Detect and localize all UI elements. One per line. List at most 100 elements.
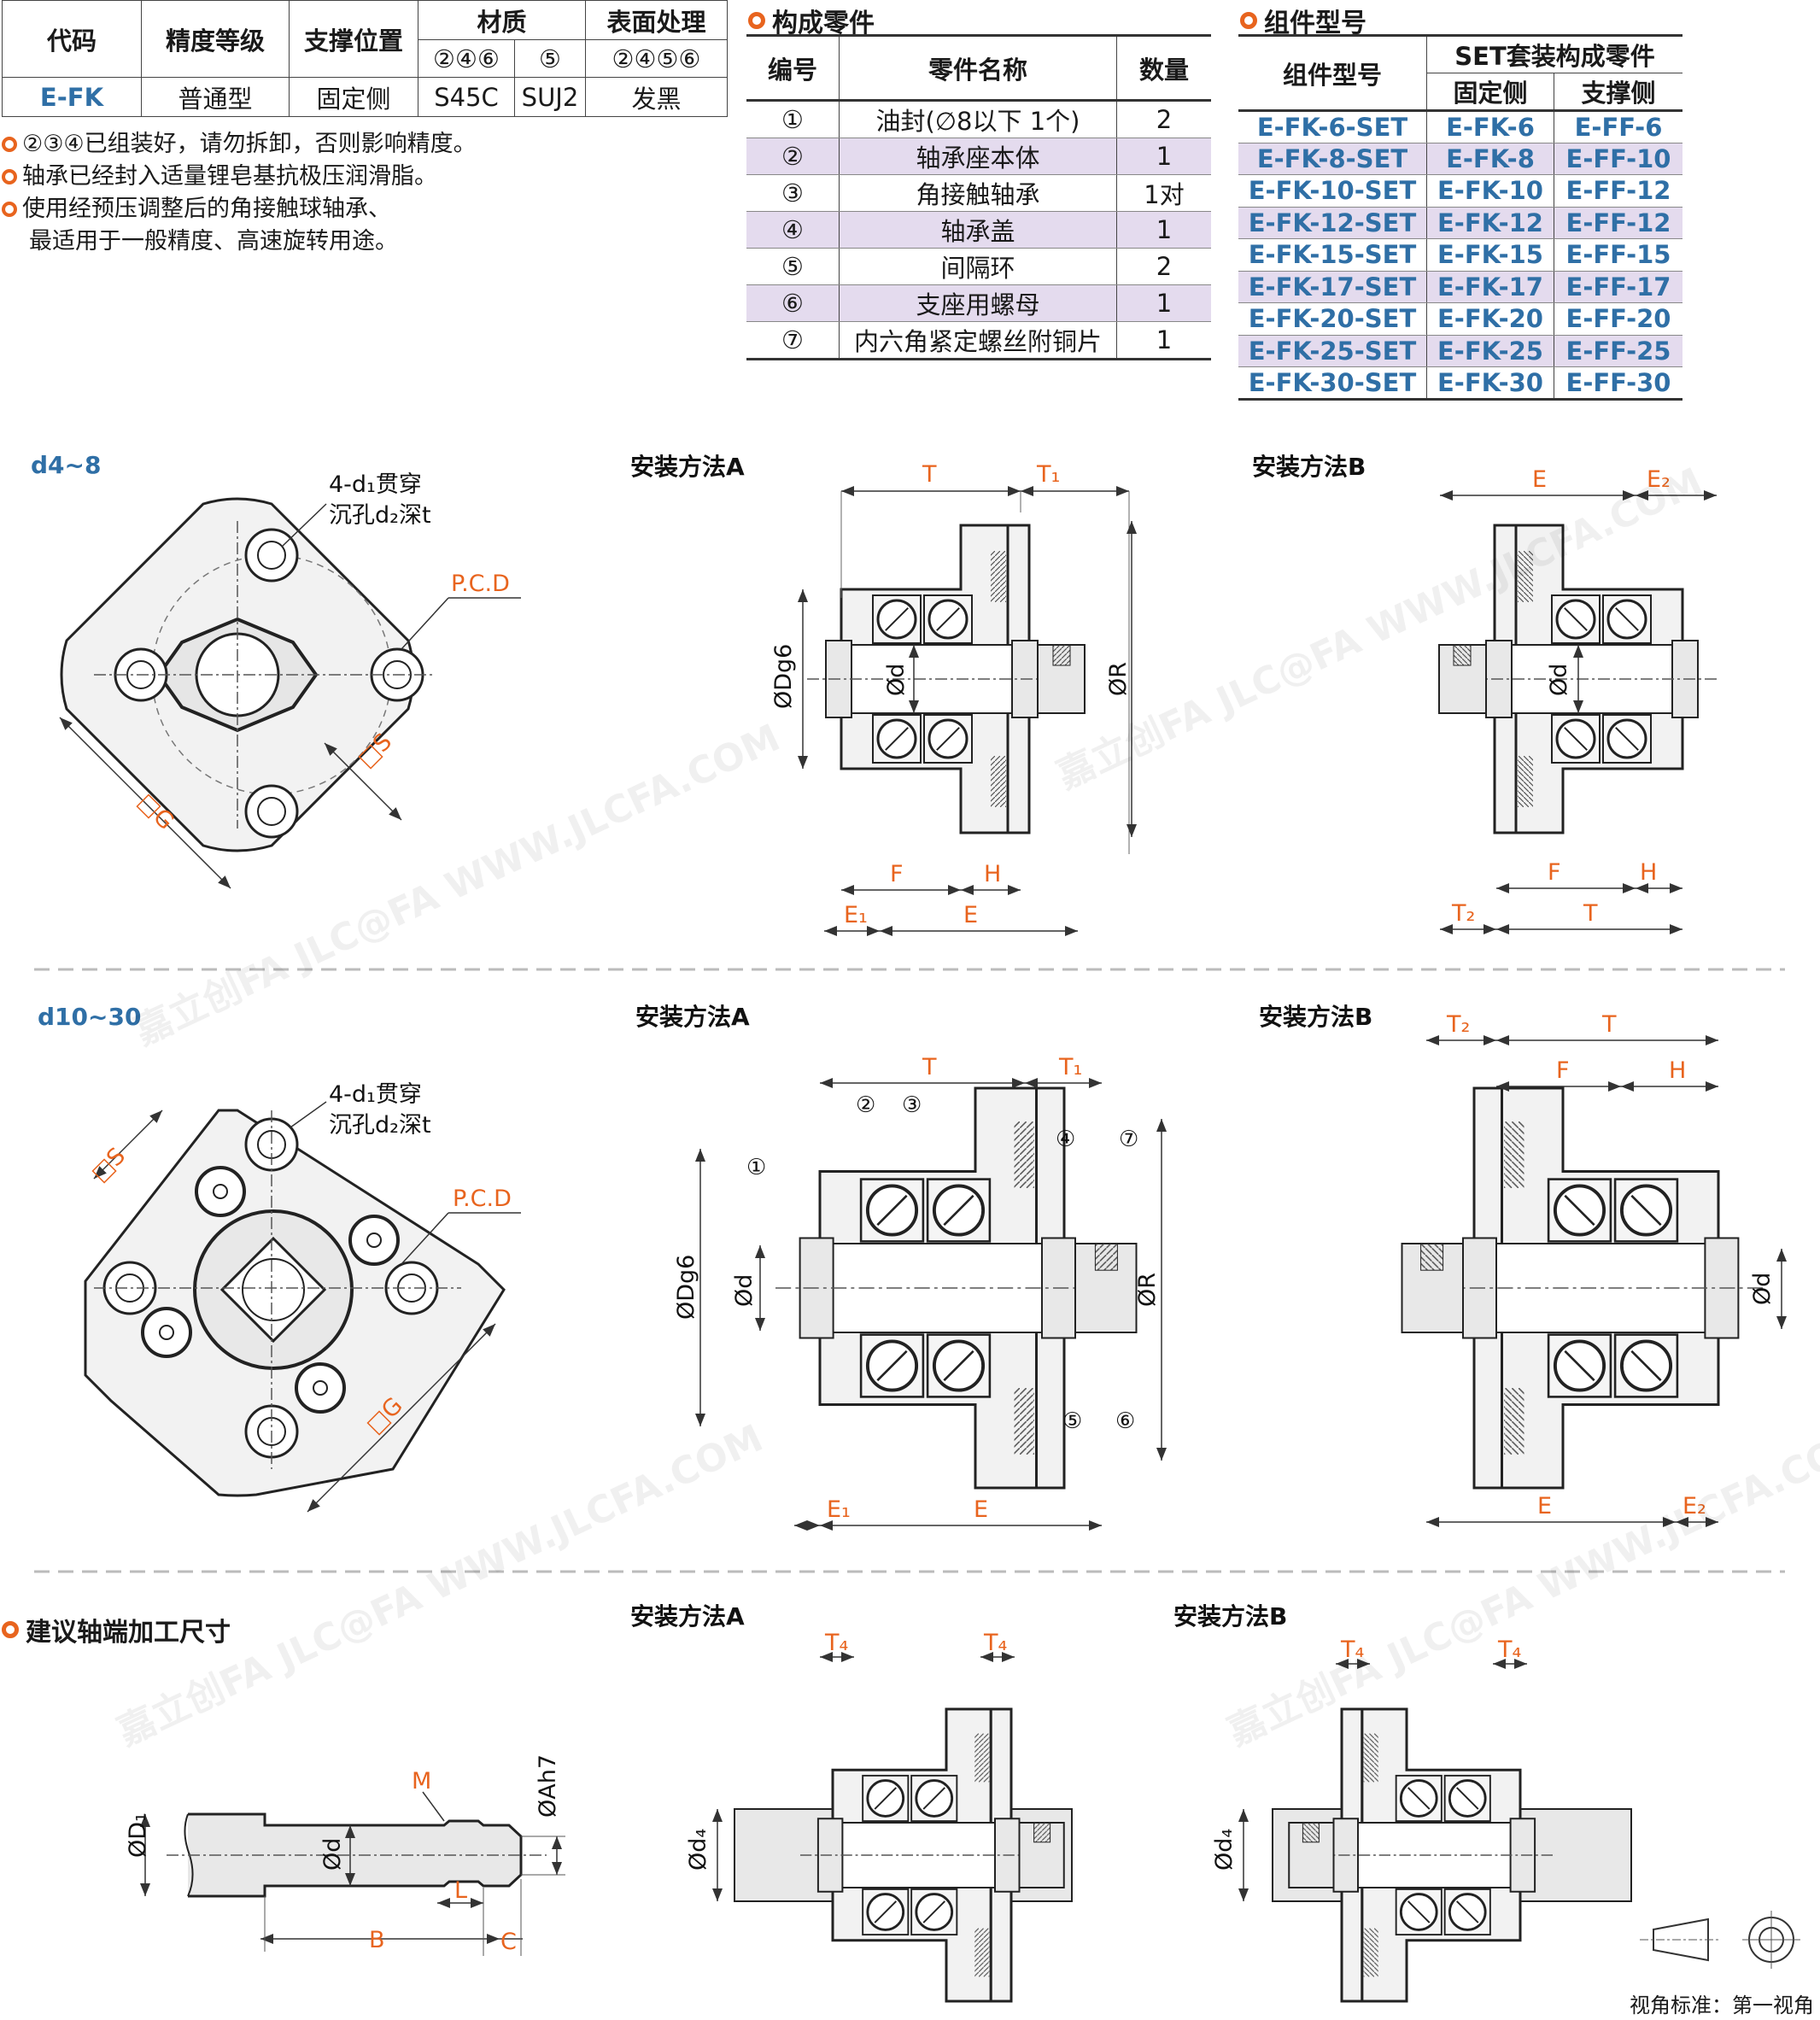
dim-label: E₂ [1682,1493,1706,1519]
parts-title: 构成零件 [748,2,875,39]
sets-header: 组件型号 [1238,35,1427,112]
sets-header: 支撑侧 [1554,73,1682,112]
section-views [695,486,1787,2003]
dim-label: E [1532,466,1547,493]
hole-note: 沉孔d₂深t [329,1112,431,1139]
dim-label: Ød [731,1274,758,1307]
hole-note: 4-d₁贯穿 [329,471,422,498]
bullet-icon [2,137,17,152]
method-label: 安装方法B [1173,1602,1287,1631]
callout: ⑤ [1062,1408,1082,1434]
method-label: 安装方法A [635,1003,750,1031]
dim-label: Ød₄ [685,1829,711,1871]
callout: ⑥ [1115,1408,1135,1434]
spec-sub: ⑤ [514,39,586,78]
dim-label: T [922,1054,937,1080]
shaft-dim: ØAh7 [535,1754,561,1818]
note-item: 轴承已经封入适量锂皂基抗极压润滑脂。 [2,161,477,193]
spec-cell: 固定侧 [289,77,418,117]
notes: ②③④已组装好，请勿拆卸，否则影响精度。 轴承已经封入适量锂皂基抗极压润滑脂。 … [2,128,477,258]
dim-label: Ød [1749,1273,1776,1305]
dim-label: ØR [1134,1273,1161,1307]
dim-label: T₂ [1446,1011,1470,1038]
method-label: 安装方法A [630,453,745,481]
spec-cell: E-FK [2,77,142,117]
sets-header: SET套装构成零件 [1426,35,1682,73]
section-dim-labels-vertical: ØDg6 Ød ØR Ød ØDg6 Ød ØR Ød Ød₄ Ød₄ [673,644,1776,1871]
dim-label: T [922,461,937,488]
part-callouts: ① ② ③ ④ ⑤ ⑥ ⑦ [746,1092,1138,1434]
section-icon [2,1621,19,1638]
callout: ③ [902,1092,922,1118]
dim-label: E₂ [1647,466,1671,493]
hole-note: 沉孔d₂深t [329,502,431,529]
shaft-title: 建议轴端加工尺寸 [2,1611,231,1648]
dim-label: E₁ [844,902,868,928]
note-item: 使用经预压调整后的角接触球轴承、 [2,193,477,225]
spec-header: 代码 [2,0,142,78]
callout: ④ [1056,1127,1075,1152]
dim-label: F [1548,859,1561,886]
spec-cell: 发黑 [585,77,728,117]
method-label: 安装方法A [630,1602,745,1631]
callout: ① [746,1155,766,1180]
spec-header: 材质 [418,0,586,40]
bullet-icon [2,169,17,184]
dim-label: E₁ [827,1496,851,1523]
shaft-dim: L [454,1877,467,1904]
spec-table: 代码 精度等级 支撑位置 材质 表面处理 ②④⑥ ⑤ ②④⑤⑥ E-FK 普通型… [2,0,728,117]
section-icon [1240,12,1257,29]
dim-label: ØDg6 [673,1255,699,1320]
shaft-dim: B [369,1927,385,1953]
spec-header: 支撑位置 [289,0,418,78]
sets-header: 固定侧 [1426,73,1554,112]
dim-label: T₄ [1497,1636,1521,1663]
spec-sub: ②④⑤⑥ [585,39,728,78]
dim-label: T₄ [983,1630,1007,1656]
pcd-label: P.C.D [453,1186,512,1212]
parts-header: 零件名称 [839,35,1117,102]
dim-label: H [1640,859,1657,886]
dim-label: E [974,1496,988,1523]
parts-header: 数量 [1116,35,1211,102]
dim-label: Ød [883,664,910,696]
parts-header: 编号 [746,35,840,102]
spec-sub: ②④⑥ [418,39,515,78]
note-item: 最适用于一般精度、高速旋转用途。 [29,228,398,255]
view-standard-note: 视角标准：第一视角 [1630,1994,1814,2017]
spec-cell: SUJ2 [514,77,586,117]
spec-cell: 普通型 [141,77,290,117]
shaft-drawing: ØD₁ Ød ØAh7 M L B C [125,1754,565,1956]
shaft-dim: C [500,1929,517,1955]
shaft-dim: M [412,1768,431,1795]
dim-label: Ød₄ [1211,1829,1238,1871]
dim-label: T [1601,1011,1617,1038]
hole-note: 4-d₁贯穿 [329,1081,422,1108]
section-icon [748,12,765,29]
dim-label: T₄ [824,1630,848,1656]
shaft-dim: Ød [319,1838,346,1871]
callout: ② [856,1092,875,1118]
sets-title: 组件型号 [1240,2,1366,39]
dim-label: F [890,861,904,887]
range-label: d4~8 [31,451,101,479]
front-view-small: 4-d₁贯穿 沉孔d₂深t P.C.D □G □S [59,471,521,889]
range-label: d10~30 [38,1003,141,1031]
dim-label: F [1556,1057,1570,1084]
